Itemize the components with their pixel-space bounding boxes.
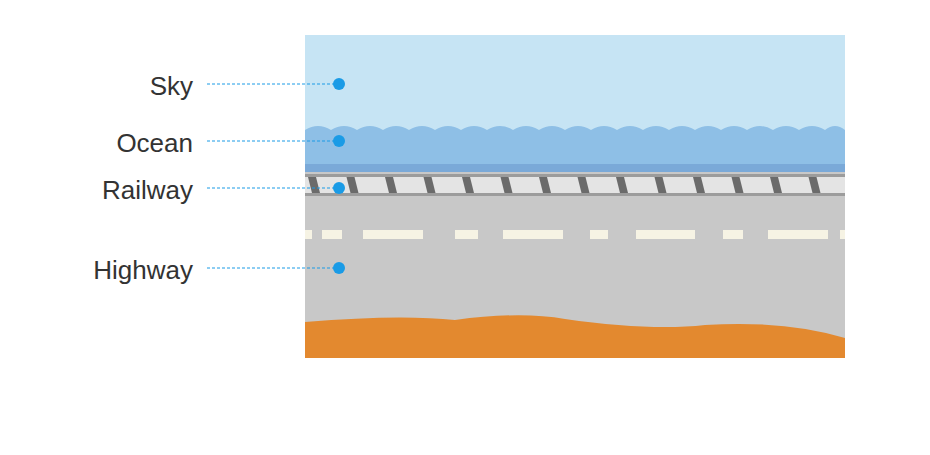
ocean-shore	[305, 164, 845, 172]
railway-sleepers	[308, 177, 821, 193]
callout-label: Railway	[102, 175, 193, 205]
ocean-band	[305, 126, 845, 172]
railway-bed	[305, 174, 845, 196]
railway-track	[305, 177, 845, 193]
sand	[305, 315, 845, 358]
callout-label: Ocean	[116, 128, 193, 158]
highway-band	[305, 172, 845, 358]
callout-dots	[333, 78, 345, 274]
lane-dashes	[305, 230, 845, 239]
callout-label: Highway	[93, 255, 193, 285]
callout-label: Sky	[150, 71, 193, 101]
leader-lines	[207, 84, 334, 268]
